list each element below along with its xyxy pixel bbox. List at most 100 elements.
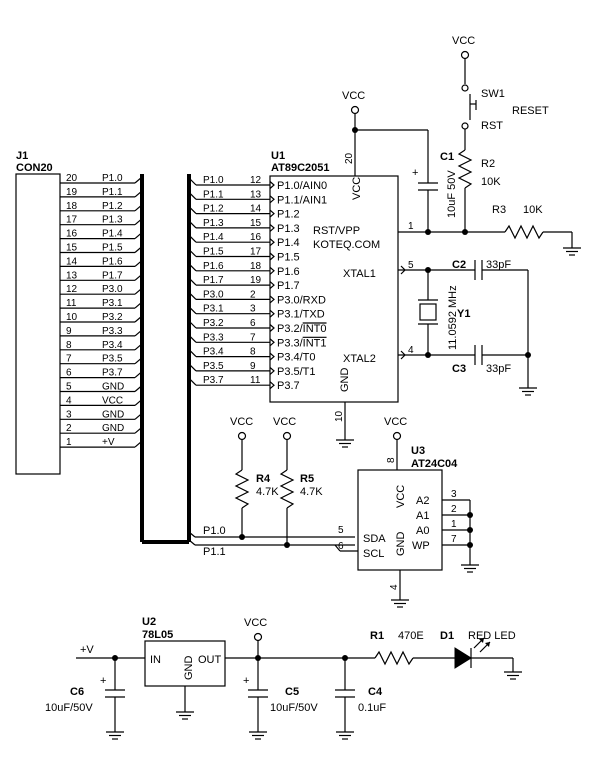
u1-xtal1-label: XTAL1 bbox=[343, 268, 376, 280]
vcc-label-reset: VCC bbox=[452, 35, 475, 47]
u1-pin-net: P1.7 bbox=[203, 275, 224, 286]
y1-label: Y1 bbox=[457, 308, 470, 320]
u1-pin-net: P3.0 bbox=[203, 289, 224, 300]
c4-value: 0.1uF bbox=[358, 702, 386, 714]
u3-vcc-label: VCC bbox=[395, 485, 407, 508]
u1-pin-name: P1.1/AIN1 bbox=[277, 194, 327, 206]
vcc-label-u1: VCC bbox=[342, 90, 365, 102]
u1-pin-number: 18 bbox=[250, 261, 262, 272]
u1-pin-net: P3.5 bbox=[203, 361, 224, 372]
u1-label: U1 bbox=[271, 150, 285, 162]
ground-icon-r3 bbox=[562, 247, 582, 256]
ground-icon-c4 bbox=[335, 731, 355, 740]
j1-pin-net: GND bbox=[102, 409, 124, 420]
u1-pin-number: 19 bbox=[250, 275, 262, 286]
d1-label: D1 bbox=[440, 630, 454, 642]
j1-pin-net: GND bbox=[102, 423, 124, 434]
u2-gnd-label: GND bbox=[183, 656, 195, 681]
r2-label: R2 bbox=[481, 158, 495, 170]
u1-pin-net: P1.3 bbox=[203, 218, 224, 229]
j1-pin-number: 6 bbox=[66, 368, 72, 379]
ground-icon-u1 bbox=[335, 439, 355, 448]
r3-value: 10K bbox=[523, 204, 543, 216]
ground-icon-u3 bbox=[390, 599, 410, 608]
j1-pin-number: 13 bbox=[66, 270, 78, 281]
j1-pin-net: P1.4 bbox=[102, 229, 123, 240]
net-p10-sda: P1.0 bbox=[203, 525, 226, 537]
u1-gnd-label: GND bbox=[339, 368, 351, 393]
d1-led-triangle bbox=[454, 647, 472, 669]
vcc-terminal-r4 bbox=[237, 431, 247, 441]
r1-resistor bbox=[374, 650, 414, 666]
u3-a0-label: A0 bbox=[416, 525, 429, 537]
u1-pin-net: P3.2 bbox=[203, 318, 224, 329]
j1-connector bbox=[15, 173, 61, 475]
u1-pin-name: P3.5/T1 bbox=[277, 366, 316, 378]
u1-pin-name: P1.4 bbox=[277, 237, 300, 249]
j1-pin-net: P3.5 bbox=[102, 354, 123, 365]
j1-label: J1 bbox=[16, 150, 28, 162]
u1-pin-number: 11 bbox=[250, 375, 261, 386]
plus-v-label: +V bbox=[80, 644, 94, 656]
u1-pin-20: 20 bbox=[344, 152, 355, 164]
c3-label: C3 bbox=[452, 363, 466, 375]
u3-pin-1: 1 bbox=[451, 519, 457, 530]
u1-pin-net: P3.7 bbox=[203, 375, 224, 386]
j1-pin-net: P3.3 bbox=[102, 326, 123, 337]
j1-pin-net: P3.1 bbox=[102, 298, 123, 309]
u3-a1-label: A1 bbox=[416, 510, 429, 522]
vcc-label-r4: VCC bbox=[230, 416, 253, 428]
u2-out-label: OUT bbox=[198, 654, 222, 666]
u1-pin-net: P1.2 bbox=[203, 204, 224, 215]
u3-sda-label: SDA bbox=[363, 533, 386, 545]
u1-pin-name: P3.7 bbox=[277, 380, 300, 392]
u3-pin-6: 6 bbox=[338, 541, 344, 552]
u1-pin-5: 5 bbox=[408, 260, 414, 271]
c5-plus: + bbox=[243, 675, 249, 687]
u1-pin-name: P1.7 bbox=[277, 280, 300, 292]
ground-icon-c5 bbox=[248, 731, 268, 740]
vcc-label-r5: VCC bbox=[273, 416, 296, 428]
y1-crystal bbox=[419, 303, 437, 321]
j1-pin-number: 11 bbox=[66, 298, 77, 309]
u1-pin-number: 17 bbox=[250, 247, 262, 258]
c4-label: C4 bbox=[368, 686, 383, 698]
j1-pin-net: P1.7 bbox=[102, 270, 123, 281]
u1-pin-name: P1.3 bbox=[277, 223, 300, 235]
u1-koteq-label: KOTEQ.COM bbox=[313, 239, 380, 251]
ground-icon-crystal bbox=[518, 387, 538, 396]
j1-pin-net: GND bbox=[102, 382, 124, 393]
u1-pin-number: 16 bbox=[250, 232, 262, 243]
c6-value: 10uF/50V bbox=[45, 702, 93, 714]
u1-pin-name: P3.4/T0 bbox=[277, 352, 316, 364]
vcc-label-psu: VCC bbox=[244, 617, 267, 629]
j1-pin-number: 8 bbox=[66, 340, 72, 351]
r3-label: R3 bbox=[492, 204, 506, 216]
c6-plus: + bbox=[100, 675, 106, 687]
ground-icon-u2 bbox=[175, 711, 195, 720]
j1-pin-net: P3.4 bbox=[102, 340, 123, 351]
c5-value: 10uF/50V bbox=[270, 702, 318, 714]
r1-label: R1 bbox=[370, 630, 384, 642]
c6-label: C6 bbox=[70, 686, 84, 698]
vcc-terminal-r5 bbox=[282, 431, 292, 441]
u1-pin-number: 12 bbox=[250, 175, 262, 186]
u1-pin-net: P1.0 bbox=[203, 175, 224, 186]
u1-pin-number: 2 bbox=[250, 289, 256, 300]
u1-chip bbox=[269, 175, 399, 403]
u1-part: AT89C2051 bbox=[271, 162, 330, 174]
u3-a2-label: A2 bbox=[416, 495, 429, 507]
j1-pin-number: 7 bbox=[66, 354, 72, 365]
r4-value: 4.7K bbox=[256, 486, 279, 498]
sw1-label: SW1 bbox=[481, 88, 505, 100]
sw1-contact-bottom bbox=[461, 122, 469, 130]
u3-pin-5: 5 bbox=[338, 525, 344, 536]
u3-pin-3: 3 bbox=[451, 489, 457, 500]
j1-pin-net: P1.5 bbox=[102, 243, 123, 254]
j1-pin-net: P3.0 bbox=[102, 284, 123, 295]
c3-value: 33pF bbox=[486, 363, 511, 375]
r1-value: 470E bbox=[398, 630, 424, 642]
u1-pin-name: P3.0/RXD bbox=[277, 294, 326, 306]
